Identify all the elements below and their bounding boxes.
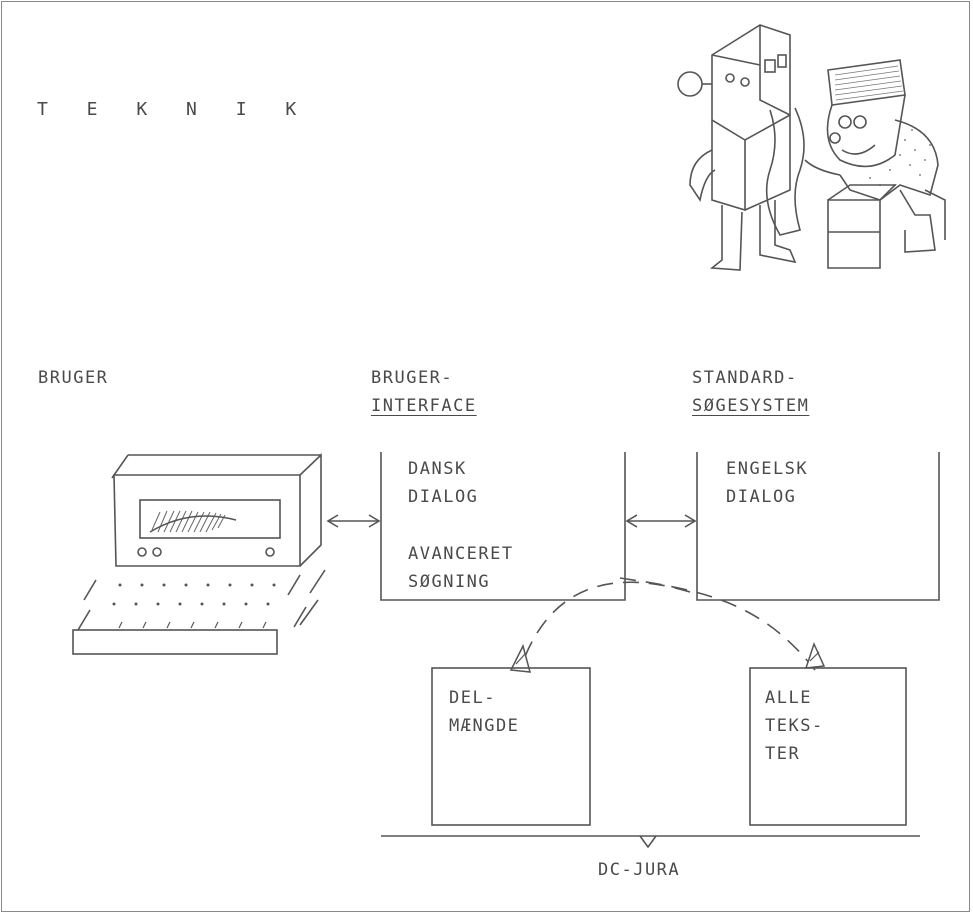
computer-terminal-icon — [73, 455, 325, 654]
double-arrow-interface-standard — [627, 515, 695, 527]
database-brace — [381, 836, 920, 847]
arrowhead-all-texts — [806, 644, 824, 668]
dashed-link-all-texts — [620, 578, 815, 670]
all-texts-box — [750, 668, 906, 825]
subset-box — [432, 668, 590, 825]
robot-and-man-cartoon-icon — [678, 25, 945, 270]
interface-box — [381, 452, 625, 600]
dashed-link-subset — [520, 582, 690, 670]
standard-box — [697, 452, 939, 600]
double-arrow-terminal-interface — [328, 515, 379, 527]
